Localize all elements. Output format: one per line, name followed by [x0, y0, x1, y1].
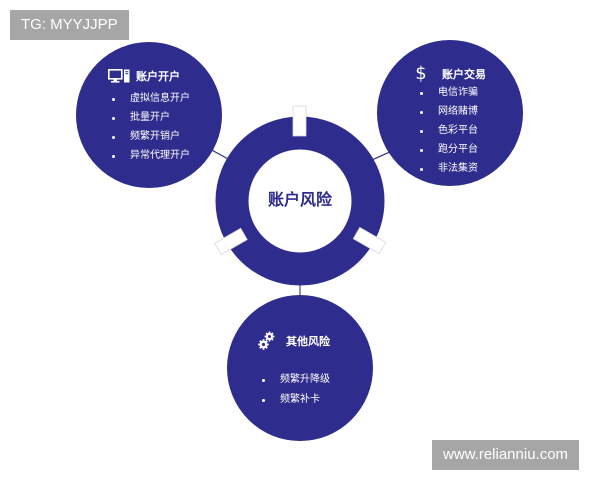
bubble-title-row: 账户开户 [108, 68, 180, 84]
watermark-bottom: www.relianniu.com [432, 440, 580, 470]
bubble-other-risks-bg [227, 295, 373, 441]
list-item: 虚拟信息开户 [110, 89, 190, 108]
list-item: 异常代理开户 [110, 146, 190, 165]
bubble-title-text: 其他风险 [286, 335, 330, 348]
list-item: 跑分平台 [418, 140, 478, 159]
gears-icon [258, 331, 276, 351]
bubble-account-trading-bg [377, 40, 523, 186]
bubble-item-list: 电信诈骗 网络赌博 色彩平台 跑分平台 非法集资 [418, 83, 478, 178]
center-hole [249, 150, 351, 252]
list-item: 批量开户 [110, 108, 190, 127]
dollar-icon: $ [415, 63, 427, 84]
center-title: 账户风险 [267, 190, 332, 209]
list-item: 色彩平台 [418, 121, 478, 140]
bubble-title-row: 其他风险 [258, 331, 330, 351]
list-item: 网络赌博 [418, 102, 478, 121]
bubble-title-row: $ 账户交易 [414, 63, 486, 84]
ring-gap-top [292, 105, 307, 137]
list-item: 频繁升降级 [260, 370, 330, 390]
list-item: 非法集资 [418, 159, 478, 178]
ring-gap-lower-right [352, 226, 387, 255]
bubble-title-text: 账户开户 [136, 70, 180, 83]
bubble-item-list: 虚拟信息开户 批量开户 频繁开销户 异常代理开户 [110, 89, 190, 165]
list-item: 电信诈骗 [418, 83, 478, 102]
bubble-title-text: 账户交易 [442, 67, 486, 81]
bubble-item-list: 频繁升降级 频繁补卡 [260, 370, 330, 410]
list-item: 频繁补卡 [260, 390, 330, 410]
list-item: 频繁开销户 [110, 127, 190, 146]
watermark-top: TG: MYYJJPP [10, 10, 129, 40]
computer-icon [108, 69, 130, 83]
ring-gap-lower-left [214, 227, 248, 256]
